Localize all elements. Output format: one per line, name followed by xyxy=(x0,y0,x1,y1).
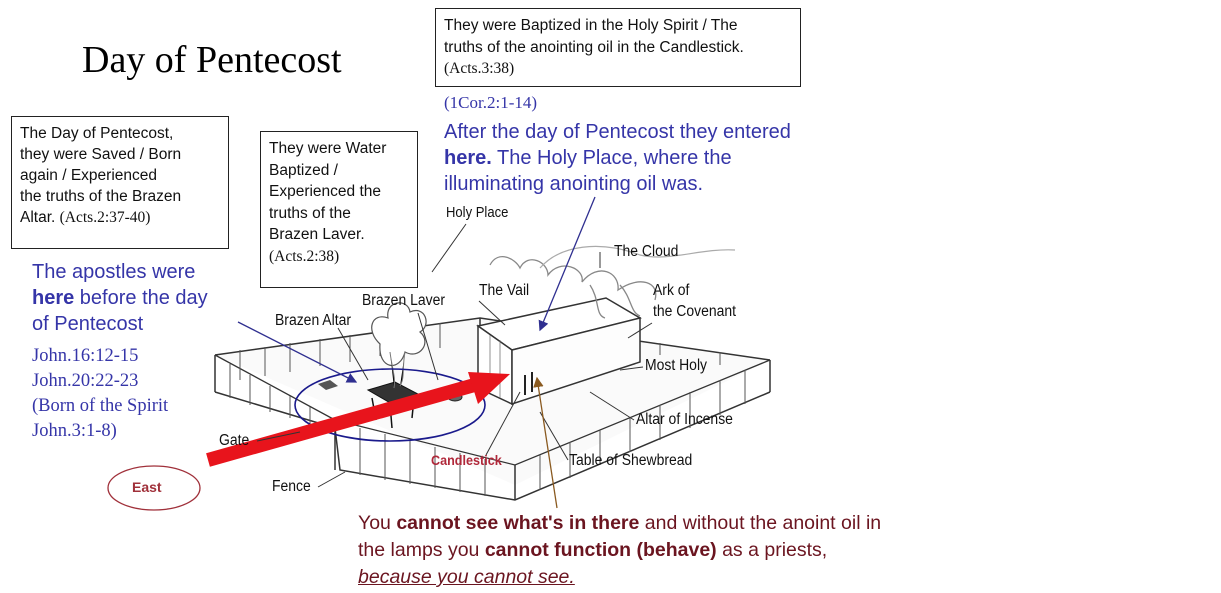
label-candlestick: Candlestick xyxy=(431,452,502,468)
note-line: of Pentecost xyxy=(32,313,144,335)
scripture-ref: John.16:12-15 xyxy=(32,346,139,366)
saved-box: The Day of Pentecost, they were Saved / … xyxy=(11,116,229,249)
scripture-ref: John.3:1-8) xyxy=(32,421,117,441)
note-line: The Holy Place, where the xyxy=(491,147,732,169)
box-ref: (Acts.3:38) xyxy=(444,60,515,77)
label-leaders xyxy=(256,223,653,488)
page-title: Day of Pentecost xyxy=(82,39,342,81)
note-text: the lamps you xyxy=(358,539,485,561)
east-west-arrow xyxy=(206,372,510,467)
bottom-note: You cannot see what's in there and witho… xyxy=(358,510,881,591)
label-table-shewbread: Table of Shewbread xyxy=(569,452,693,469)
east-oval xyxy=(107,465,201,511)
note-text: and without the anoint oil in xyxy=(639,512,882,534)
note-emphasis: cannot see what's in there xyxy=(396,512,640,534)
note-line: before the day xyxy=(74,287,208,309)
label-ark-line1: Ark of xyxy=(653,282,690,299)
label-fence: Fence xyxy=(272,478,311,495)
box-ref: (Acts.2:37-40) xyxy=(59,209,151,226)
box-line: again / Experienced xyxy=(20,167,158,184)
box-line: The Day of Pentecost, xyxy=(20,125,174,142)
holy-place-ref: (1Cor.2:1-14) xyxy=(444,93,538,112)
apostles-arrow xyxy=(237,321,358,383)
label-altar-incense: Altar of Incense xyxy=(636,411,733,428)
baptized-spirit-box: They were Baptized in the Holy Spirit / … xyxy=(435,8,801,87)
label-holy-place: Holy Place xyxy=(446,205,509,221)
label-vail: The Vail xyxy=(479,282,530,299)
cannot-see-arrow xyxy=(533,376,558,509)
box-line: truths of the xyxy=(269,204,351,222)
box-line: Experienced the xyxy=(269,183,382,200)
note-emphasis: cannot function (behave) xyxy=(484,539,717,561)
box-line: the truths of the Brazen xyxy=(20,188,182,205)
note-line: The apostles were xyxy=(32,261,196,283)
box-line: Altar. xyxy=(20,209,56,226)
apostles-refs: John.16:12-15 John.20:22-23 (Born of the… xyxy=(32,344,168,444)
box-line: They were Baptized in the Holy Spirit / … xyxy=(444,17,738,34)
scripture-ref: (Born of the Spirit xyxy=(32,396,169,416)
outer-court-ellipse xyxy=(294,368,486,442)
label-most-holy: Most Holy xyxy=(645,357,708,374)
holy-place-arrow xyxy=(538,196,596,332)
label-east: East xyxy=(132,479,162,495)
box-ref: (Acts.2:38) xyxy=(269,247,340,265)
box-line: truths of the anointing oil in the Candl… xyxy=(444,38,744,56)
note-emphasis: here. xyxy=(444,147,492,169)
water-baptized-box: They were Water Baptized / Experienced t… xyxy=(260,131,418,288)
note-text: You xyxy=(358,512,397,534)
fence-top-front xyxy=(214,354,771,466)
note-text: as a priests, xyxy=(716,539,828,561)
scripture-ref: John.20:22-23 xyxy=(32,371,139,391)
holy-place-note: After the day of Pentecost they entered … xyxy=(444,119,791,197)
note-emphasis: here xyxy=(32,287,75,309)
label-brazen-laver: Brazen Laver xyxy=(362,292,445,309)
label-brazen-altar: Brazen Altar xyxy=(275,312,351,329)
note-line: illuminating anointing oil was. xyxy=(444,173,704,195)
cloud-drawing xyxy=(489,256,657,319)
apostles-note: The apostles were here before the day of… xyxy=(32,259,208,337)
note-emphasis-italic: because you cannot see. xyxy=(358,566,575,588)
note-line: After the day of Pentecost they entered xyxy=(444,121,791,143)
label-cloud: The Cloud xyxy=(614,243,679,260)
box-line: Brazen Laver. xyxy=(269,226,365,243)
box-line: Baptized / xyxy=(269,161,338,179)
label-ark-line2: the Covenant xyxy=(653,303,736,320)
label-gate: Gate xyxy=(219,432,250,449)
box-line: They were Water xyxy=(269,140,387,157)
box-line: they were Saved / Born xyxy=(20,146,182,163)
